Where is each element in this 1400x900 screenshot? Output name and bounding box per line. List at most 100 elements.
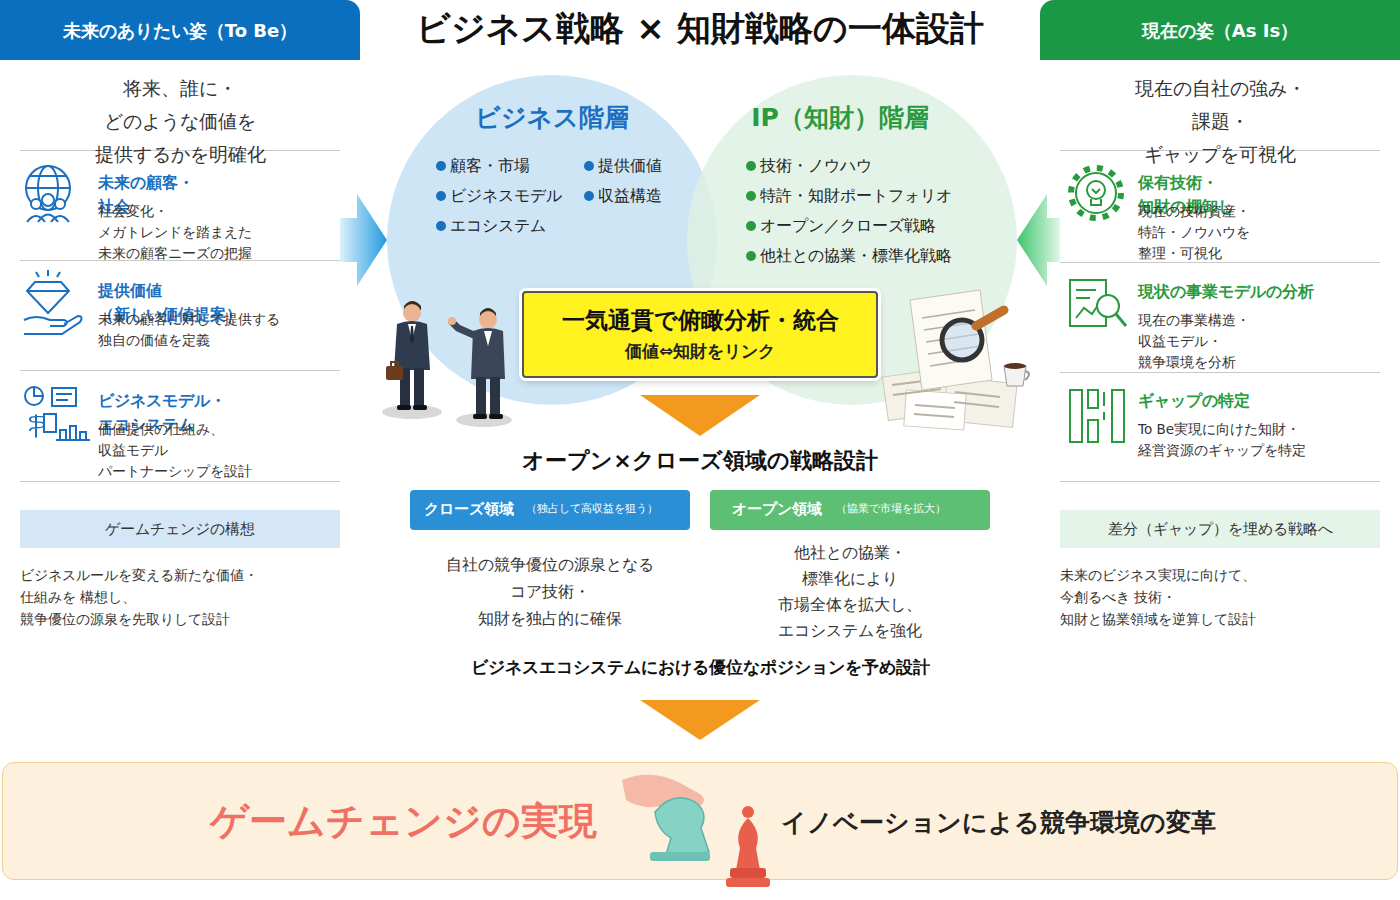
item-icon-part: [1091, 199, 1101, 205]
item-icon-part: [27, 216, 45, 222]
item-icon-part: [36, 272, 39, 277]
item-icon-part: [1087, 181, 1105, 199]
node-heading: クローズ領域: [424, 498, 514, 520]
businessmen-illustration-part: [382, 405, 442, 419]
node-text: エコシステム: [450, 214, 546, 238]
node-heading: 一気通貫で俯瞰分析・統合: [562, 303, 839, 337]
node-text: 価値提供の仕組み、収益モデル パートナーシップを設計: [98, 419, 252, 482]
documents-illustration-part: [1025, 371, 1029, 380]
node-text: 顧客・市場: [450, 154, 530, 178]
businessmen-illustration-part: [391, 362, 398, 366]
node-text: 社会変化・メガトレンドを踏まえた 未来の顧客ニーズの把握: [98, 201, 252, 264]
item-icon-part: [52, 388, 76, 406]
node-heading: IP（知財）階層: [751, 100, 929, 136]
node-text: （独占して高収益を狙う）: [526, 501, 658, 517]
flow-triangle-part: [640, 395, 760, 436]
item-icon-part: [80, 432, 86, 440]
item-icon-part: [56, 439, 90, 441]
businessmen-illustration-part: [489, 414, 503, 419]
node-text: （協業で市場を拡大）: [836, 501, 946, 517]
bullet-dot: [746, 251, 756, 261]
documents-illustration-part: [904, 390, 966, 430]
businessmen-illustration-part: [473, 414, 487, 419]
item-icon-part: [1097, 295, 1119, 317]
item-icon-part: [30, 414, 44, 437]
item-icon-part: [27, 282, 69, 313]
item-icon: [24, 166, 90, 440]
bullet-dot: [746, 191, 756, 201]
node-text: 現在の技術資産・特許・ノウハウを 整理・可視化: [1138, 201, 1250, 264]
node-text: 未来の顧客に対して提供する 独自の価値を定義: [98, 309, 280, 351]
note-label: 現在の自社の強み・課題・ ギャップを可視化: [1135, 72, 1306, 171]
note-label: オープン×クローズ領域の戦略設計: [522, 445, 877, 477]
bullet-dot: [746, 161, 756, 171]
concept-band: ゲームチェンジの構想: [20, 510, 340, 548]
item-icon-part: [70, 426, 76, 440]
documents-illustration-part: [1004, 363, 1026, 369]
item-icon-part: [1076, 302, 1100, 318]
documents-illustration-part: [1004, 366, 1026, 386]
item-icon-part: [27, 290, 69, 292]
businessmen-illustration-part: [413, 405, 427, 410]
result-band: ゲームチェンジの実現 イノベーションによる競争環境の変革: [2, 762, 1398, 880]
item-icon-part: [56, 399, 68, 401]
businessmen-illustration-part: [386, 366, 403, 380]
item-icon-part: [56, 393, 72, 395]
note-label: 将来、誰に・どのような価値を 提供するかを明確化: [95, 72, 266, 171]
node-heading: ビジネス階層: [475, 100, 629, 136]
documents-illustration-part-part: [955, 392, 1000, 397]
businessmen-illustration-part: [397, 405, 411, 410]
item-icon-part: [1088, 390, 1098, 408]
node-heading: 差分（ギャップ）を埋める戦略へ: [1108, 518, 1333, 540]
item-icon-part: [1088, 420, 1098, 442]
item-icon-part: [34, 387, 43, 396]
node-heading: ゲームチェンジの実現: [210, 796, 597, 846]
item-icon: [1070, 168, 1126, 442]
node-heading: 未来のありたい姿（To Be）: [63, 17, 297, 44]
item-icon-part: [57, 272, 60, 277]
flow-arrow: [1017, 194, 1060, 286]
item-icon-part: [1103, 412, 1105, 420]
node-heading: ギャップの特定: [1138, 389, 1250, 413]
bullet-dot: [436, 161, 446, 171]
item-icon-part: [44, 414, 56, 432]
item-band: 提供価値（新しい価値提案）未来の顧客に対して提供する 独自の価値を定義: [20, 260, 340, 370]
item-band: ギャップの特定 To Be実現に向けた知財・ 経営資源のギャップを特定: [1060, 372, 1380, 482]
item-icon-part: [1070, 390, 1082, 442]
node-text: 収益構造: [598, 184, 662, 208]
note-label: 未来のビジネス実現に向けて、今創るべき 技術・知財と協業領域を逆算して設計: [1060, 564, 1256, 630]
item-icon-part: [25, 387, 43, 405]
flow-triangle: [640, 395, 760, 740]
bullet-dot: [584, 161, 594, 171]
node-text: 他社との協業・標準化戦略: [760, 244, 952, 268]
item-icon-part: [26, 166, 70, 210]
item-icon-part: [1116, 314, 1126, 326]
node-text: To Be実現に向けた知財・ 経営資源のギャップを特定: [1138, 419, 1353, 461]
domain-tab: オープン領域（協業で市場を拡大）: [710, 490, 990, 530]
item-icon-part: [1070, 280, 1106, 326]
item-band: ビジネスモデル・エコシステム価値提供の仕組み、収益モデル パートナーシップを設計: [20, 370, 340, 482]
item-icon-part: [1112, 390, 1124, 442]
item-icon-part: [55, 199, 65, 209]
node-text: 特許・知財ポートフォリオ: [760, 184, 952, 208]
businessmen-illustration-part: [400, 368, 410, 408]
item-icon-part: [1092, 189, 1100, 193]
item-band: 保有技術・知財の棚卸し現在の技術資産・特許・ノウハウを 整理・可視化: [1060, 150, 1380, 262]
note-label: 他社との協業・標準化により 市場全体を拡大し、 エコシステムを強化: [778, 540, 922, 644]
integration-box: 一気通貫で俯瞰分析・統合価値⇔知財をリンク: [522, 291, 878, 378]
businessmen-illustration-part: [456, 413, 512, 427]
item-icon-part: [26, 187, 70, 189]
header-tab: 未来のありたい姿（To Be）: [0, 0, 360, 60]
bullet-dot: [746, 221, 756, 231]
item-icon-part: [38, 166, 58, 210]
item-icon-part: [1076, 289, 1096, 291]
node-heading: ゲームチェンジの構想: [105, 518, 255, 540]
bullet-dot: [436, 191, 446, 201]
item-icon-part: [51, 216, 69, 222]
item-band: 現状の事業モデルの分析現在の事業構造・収益モデル・ 競争環境を分析: [1060, 262, 1380, 372]
bullet-dot: [584, 191, 594, 201]
node-text: イノベーションによる競争環境の変革: [781, 806, 1216, 840]
note-label: ビジネスルールを変える新たな価値・仕組みを 構想し、競争優位の源泉を先取りして設…: [20, 564, 258, 630]
